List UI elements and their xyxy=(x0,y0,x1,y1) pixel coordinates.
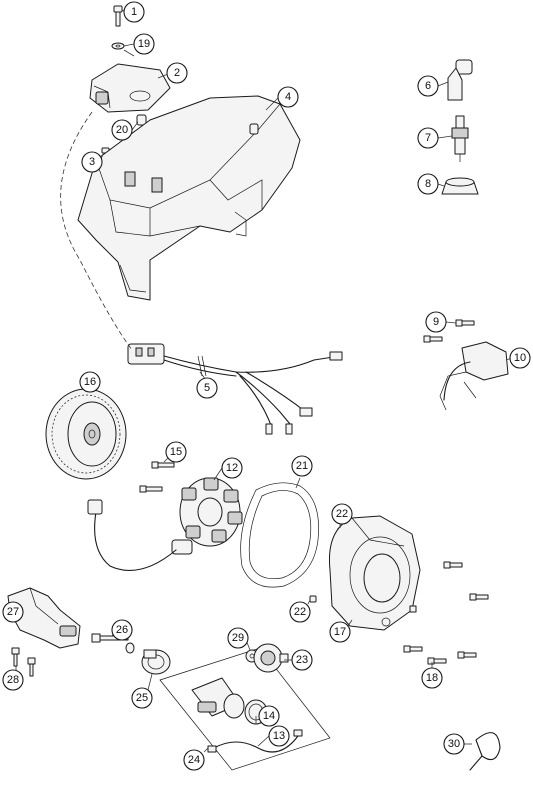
part-module-2 xyxy=(89,63,171,113)
part-screws-28 xyxy=(11,647,36,677)
callout-27: 27 xyxy=(2,601,24,623)
callout-label: 14 xyxy=(263,710,275,722)
callout-label: 20 xyxy=(116,124,128,136)
callout-17: 17 xyxy=(329,621,351,643)
callout-label: 24 xyxy=(188,754,200,766)
callout-label: 10 xyxy=(514,352,526,364)
callout-30: 30 xyxy=(443,733,465,755)
callout-label: 23 xyxy=(296,654,308,666)
callout-label: 28 xyxy=(7,674,19,686)
part-holder-4 xyxy=(77,95,301,301)
callout-label: 1 xyxy=(131,6,137,18)
callout-3: 3 xyxy=(81,151,103,173)
part-ignition-coil-10 xyxy=(439,341,509,411)
callout-5: 5 xyxy=(196,377,218,399)
callout-22b: 22 xyxy=(289,601,311,623)
part-starter-motor xyxy=(191,677,245,719)
callout-24: 24 xyxy=(183,749,205,771)
callout-29: 29 xyxy=(227,627,249,649)
callout-label: 13 xyxy=(273,730,285,742)
callout-25: 25 xyxy=(131,687,153,709)
callout-label: 15 xyxy=(170,446,182,458)
callout-label: 4 xyxy=(285,91,291,103)
callout-label: 29 xyxy=(232,632,244,644)
callout-label: 26 xyxy=(116,624,128,636)
callout-label: 8 xyxy=(425,178,431,190)
callout-9: 9 xyxy=(425,311,447,333)
callout-label: 2 xyxy=(174,67,180,79)
part-harness-5 xyxy=(127,343,343,435)
part-gasket-21 xyxy=(240,482,319,588)
callout-2: 2 xyxy=(166,62,188,84)
callout-23: 23 xyxy=(291,649,313,671)
part-stator-12 xyxy=(87,477,243,571)
part-grommet-8 xyxy=(441,177,479,195)
callout-label: 17 xyxy=(334,626,346,638)
callout-6: 6 xyxy=(417,75,439,97)
callout-label: 19 xyxy=(138,38,150,50)
callout-label: 21 xyxy=(296,460,308,472)
part-cable-tie-30 xyxy=(469,732,501,771)
part-cable-13 xyxy=(207,729,303,753)
callout-1: 1 xyxy=(123,1,145,23)
callout-label: 16 xyxy=(84,376,96,388)
part-clamp-25 xyxy=(141,649,171,675)
callout-label: 25 xyxy=(136,692,148,704)
part-bracket-27 xyxy=(7,587,81,649)
callout-4: 4 xyxy=(277,86,299,108)
callout-label: 9 xyxy=(433,316,439,328)
part-bolts-18 xyxy=(403,561,489,665)
part-gear-23 xyxy=(253,643,289,673)
callout-label: 12 xyxy=(226,462,238,474)
callout-21: 21 xyxy=(291,455,313,477)
callout-26: 26 xyxy=(111,619,133,641)
callout-14: 14 xyxy=(258,705,280,727)
dashed-routing-line xyxy=(60,111,133,351)
part-starter-kit-box-24 xyxy=(159,647,331,771)
part-flywheel-16 xyxy=(45,388,127,480)
part-washer-19 xyxy=(111,42,125,50)
callout-13: 13 xyxy=(268,725,290,747)
callout-12: 12 xyxy=(221,457,243,479)
part-ignition-cover-17 xyxy=(328,515,421,631)
callout-22a: 22 xyxy=(331,503,353,525)
callout-20: 20 xyxy=(111,119,133,141)
part-bolt-1 xyxy=(113,5,123,27)
callout-label: 27 xyxy=(7,606,19,618)
callout-label: 5 xyxy=(204,382,210,394)
callout-19: 19 xyxy=(133,33,155,55)
callout-10: 10 xyxy=(509,347,531,369)
part-spark-plug-7 xyxy=(451,115,469,162)
part-bolts-15 xyxy=(139,461,175,493)
callout-8: 8 xyxy=(417,173,439,195)
part-dowel-22b xyxy=(309,595,317,603)
callout-label: 22 xyxy=(336,508,348,520)
callout-16: 16 xyxy=(79,371,101,393)
callout-label: 6 xyxy=(425,80,431,92)
callout-label: 3 xyxy=(89,156,95,168)
callout-label: 22 xyxy=(294,606,306,618)
callout-7: 7 xyxy=(417,127,439,149)
callout-28: 28 xyxy=(2,669,24,691)
callout-18: 18 xyxy=(421,667,443,689)
callout-15: 15 xyxy=(165,441,187,463)
callout-label: 30 xyxy=(448,738,460,750)
part-spacer-20 xyxy=(136,114,147,126)
callout-label: 7 xyxy=(425,132,431,144)
callout-label: 18 xyxy=(426,672,438,684)
part-plug-cap-6 xyxy=(447,59,473,101)
